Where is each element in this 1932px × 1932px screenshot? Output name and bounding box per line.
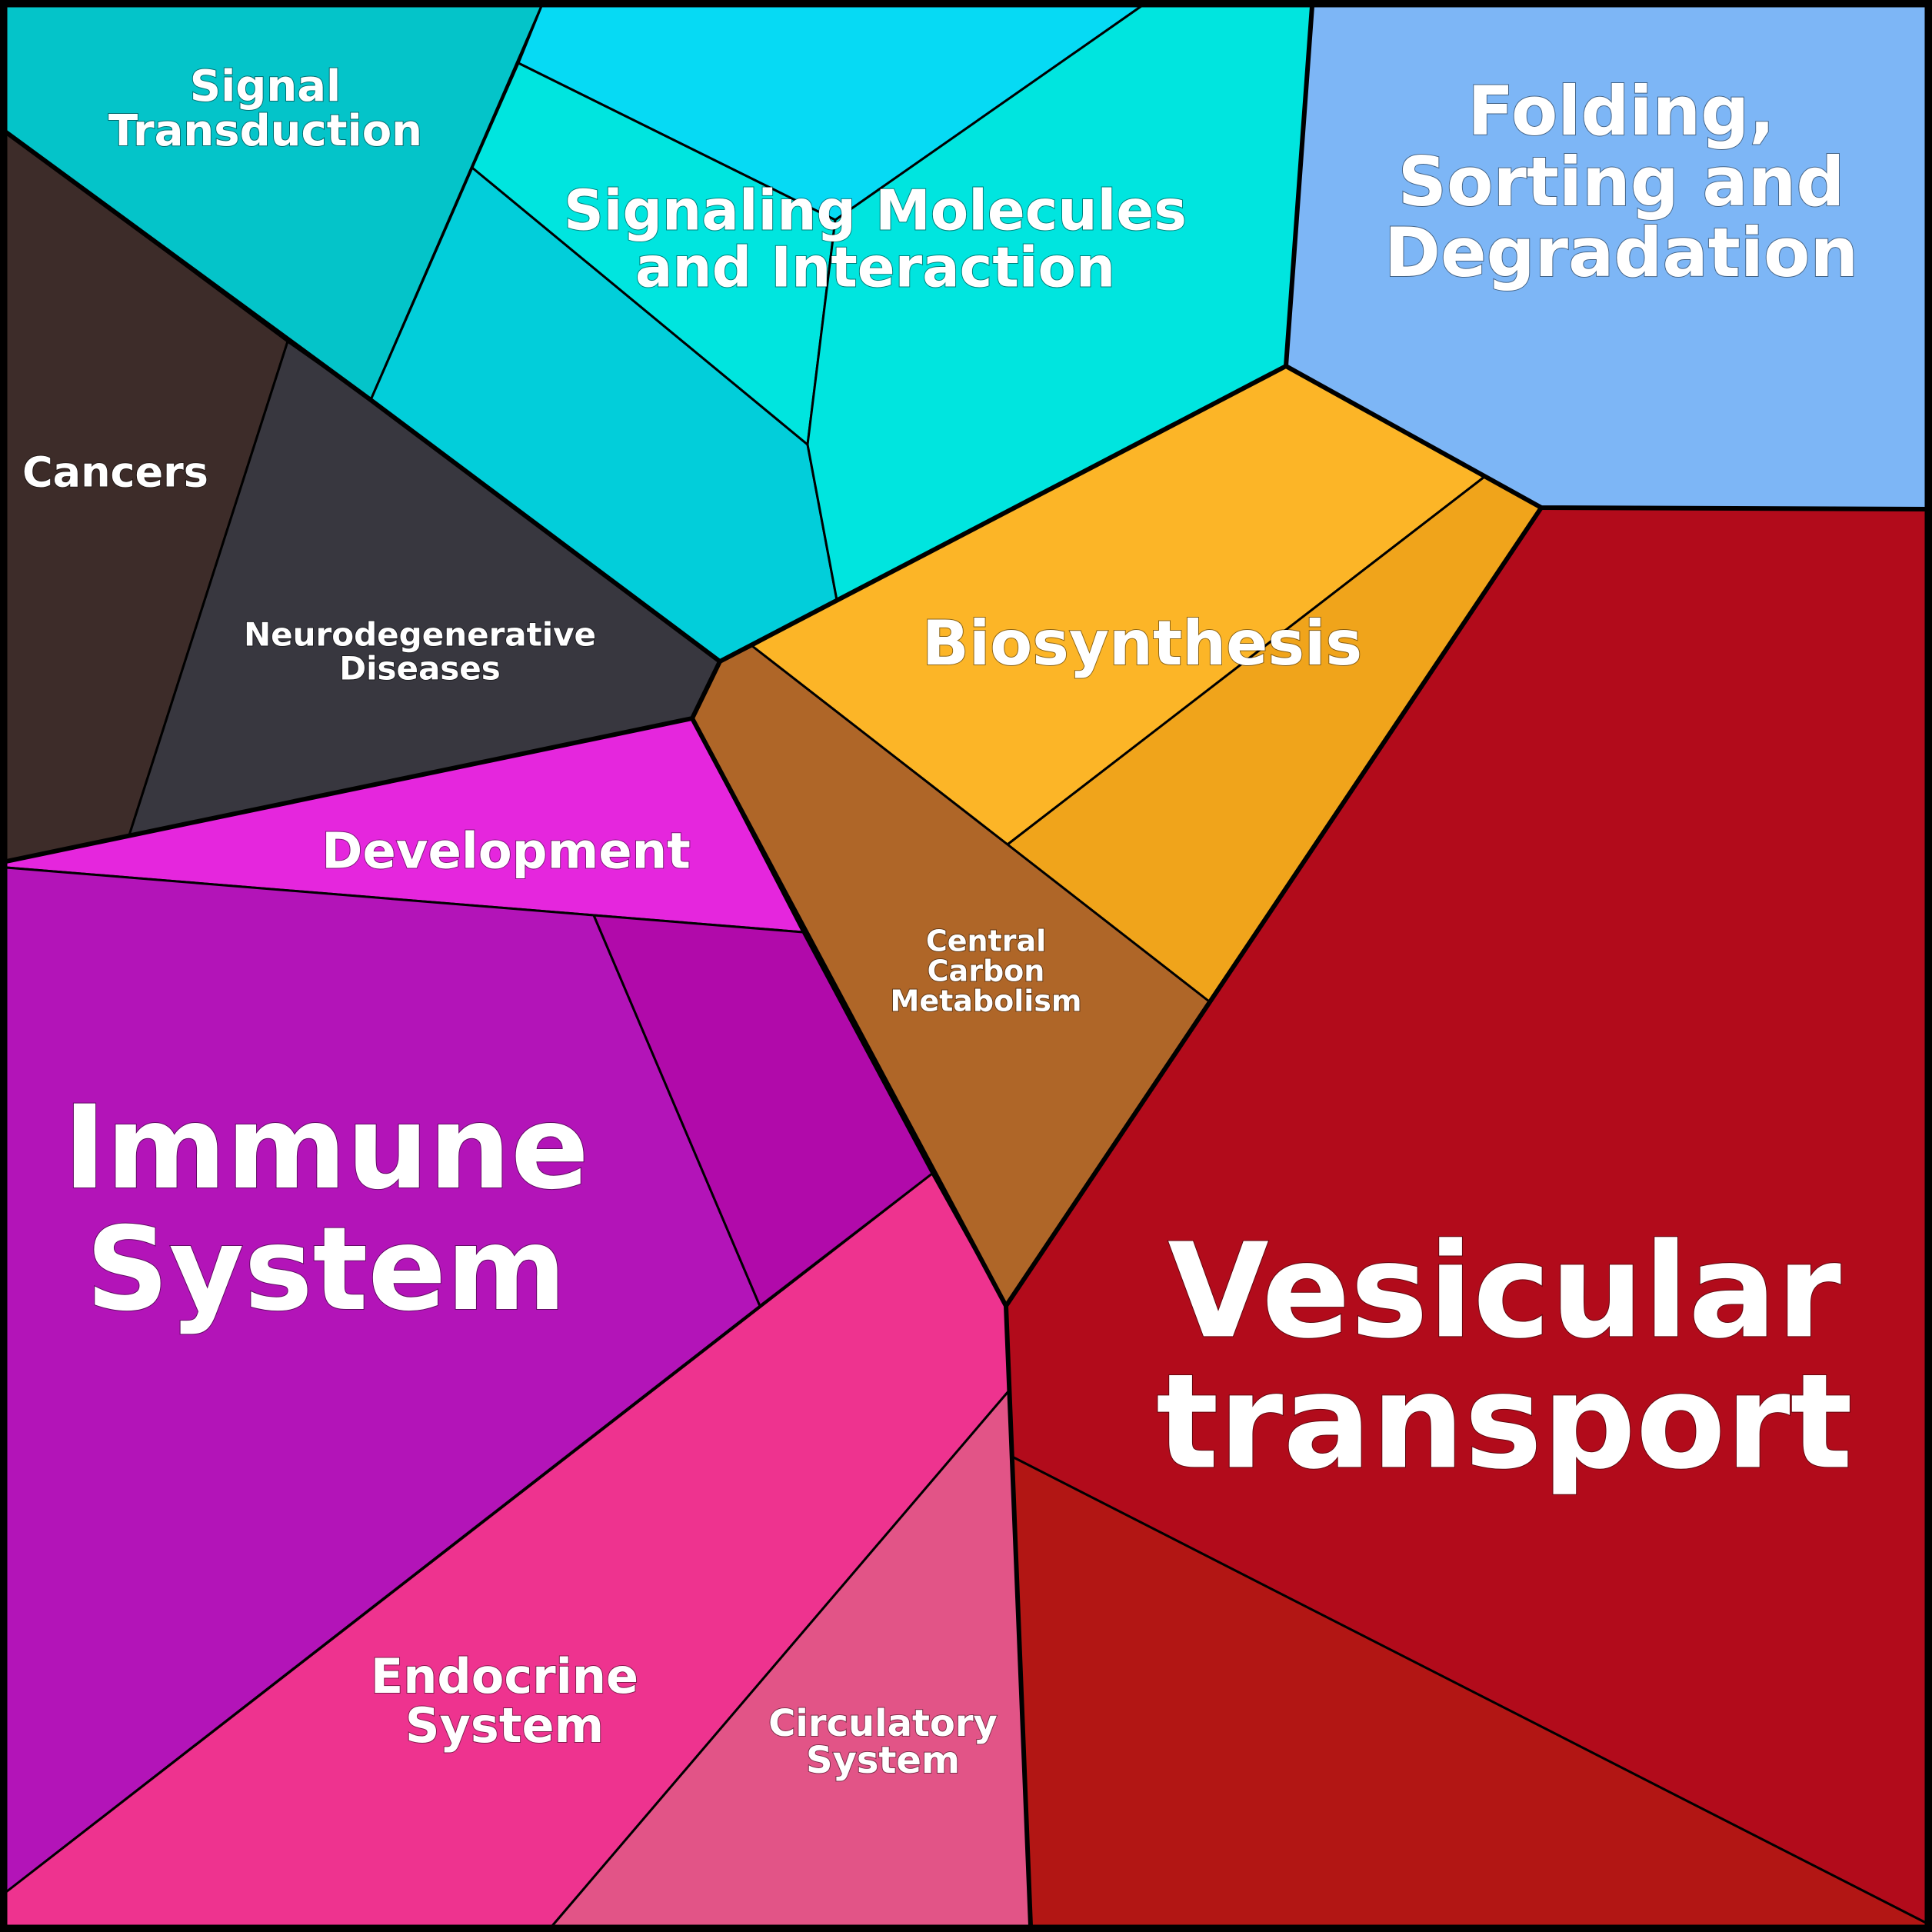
label-line: Sorting and — [1398, 142, 1845, 222]
label-line: Transduction — [108, 106, 422, 156]
label-line: Metabolism — [891, 984, 1082, 1018]
label-line: Cancers — [22, 448, 208, 497]
label-line: Folding, — [1467, 72, 1774, 151]
label-cancers: Cancers — [22, 448, 208, 497]
label-line: Neurodegenerative — [244, 616, 596, 654]
label-line: System — [806, 1739, 960, 1782]
label-line: Vesicular — [1168, 1215, 1841, 1367]
label-line: Biosynthesis — [922, 608, 1362, 679]
label-line: Endocrine — [371, 1648, 638, 1704]
label-development: Development — [321, 824, 691, 881]
label-line: System — [405, 1697, 604, 1754]
label-line: and Interaction — [635, 235, 1115, 300]
border-folding — [1284, 4, 1928, 511]
label-biosynthesis: Biosynthesis — [922, 608, 1362, 679]
label-line: System — [86, 1203, 567, 1337]
label-line: Diseases — [339, 650, 501, 688]
border-vesicular-left — [1004, 1304, 1033, 1928]
label-line: Central — [926, 924, 1046, 958]
label-line: transport — [1156, 1346, 1853, 1498]
border-biosynthesis-top — [718, 364, 1288, 664]
label-line: Signal — [190, 62, 341, 112]
label-line: Carbon — [928, 954, 1045, 988]
label-line: Signaling Molecules — [564, 178, 1187, 243]
label-line: Degradation — [1384, 213, 1858, 292]
label-line: Circulatory — [768, 1702, 998, 1745]
label-line: Development — [321, 824, 691, 881]
label-line: Immune — [63, 1081, 589, 1215]
